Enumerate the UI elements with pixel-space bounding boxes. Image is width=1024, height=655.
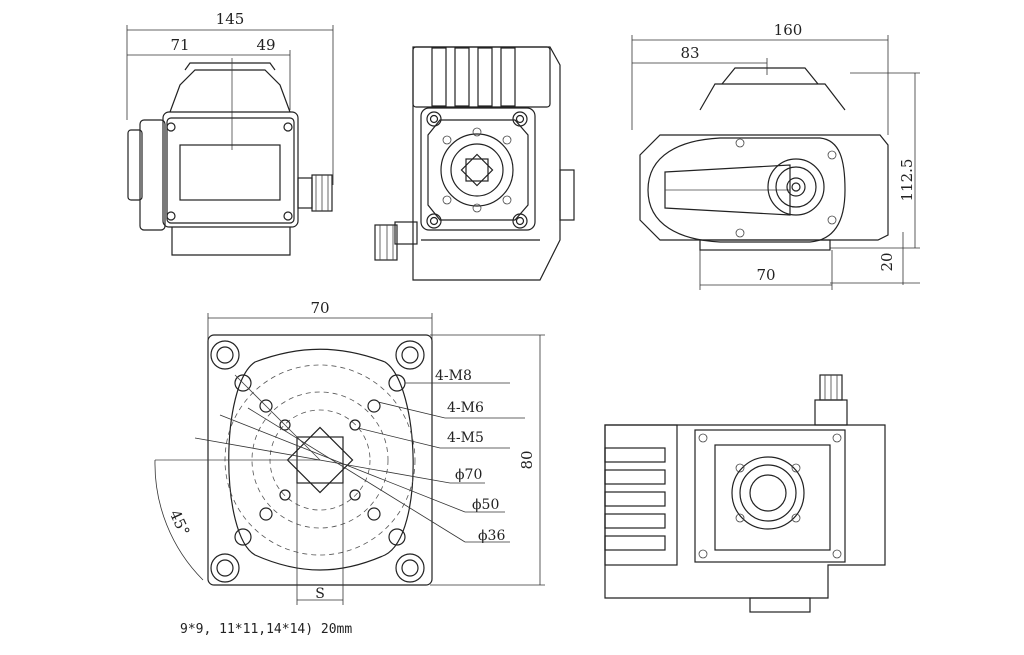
dim-square-s: S xyxy=(315,586,325,602)
callout-phi50: ϕ50 xyxy=(472,497,499,513)
dim-front-right: 49 xyxy=(256,36,275,54)
dim-angle: 45° xyxy=(166,507,194,539)
dim-top-width: 160 xyxy=(774,21,803,39)
dim-top-base-height: 20 xyxy=(878,252,896,271)
footnote: 9*9, 11*11,14*14) 20mm xyxy=(180,622,353,637)
callout-4-m8: 4-M8 xyxy=(435,368,472,384)
flange-view: 70 80 xyxy=(154,299,545,605)
side-view xyxy=(374,46,575,281)
top-view: 160 83 112.5 20 70 xyxy=(631,21,920,290)
callout-phi70: ϕ70 xyxy=(455,467,482,483)
callout-4-m6: 4-M6 xyxy=(447,400,484,416)
callout-phi36: ϕ36 xyxy=(478,528,505,544)
dim-front-left: 71 xyxy=(170,36,189,54)
front-view: 145 71 49 xyxy=(126,10,334,256)
dim-flange-width: 70 xyxy=(310,299,329,317)
callout-4-m5: 4-M5 xyxy=(447,430,484,446)
dim-flange-height: 80 xyxy=(518,450,536,469)
dim-top-base-width: 70 xyxy=(756,266,775,284)
bottom-side-view xyxy=(604,374,886,613)
dim-front-width: 145 xyxy=(216,10,245,28)
dim-top-offset: 83 xyxy=(680,44,699,62)
dim-top-height: 112.5 xyxy=(898,159,916,202)
